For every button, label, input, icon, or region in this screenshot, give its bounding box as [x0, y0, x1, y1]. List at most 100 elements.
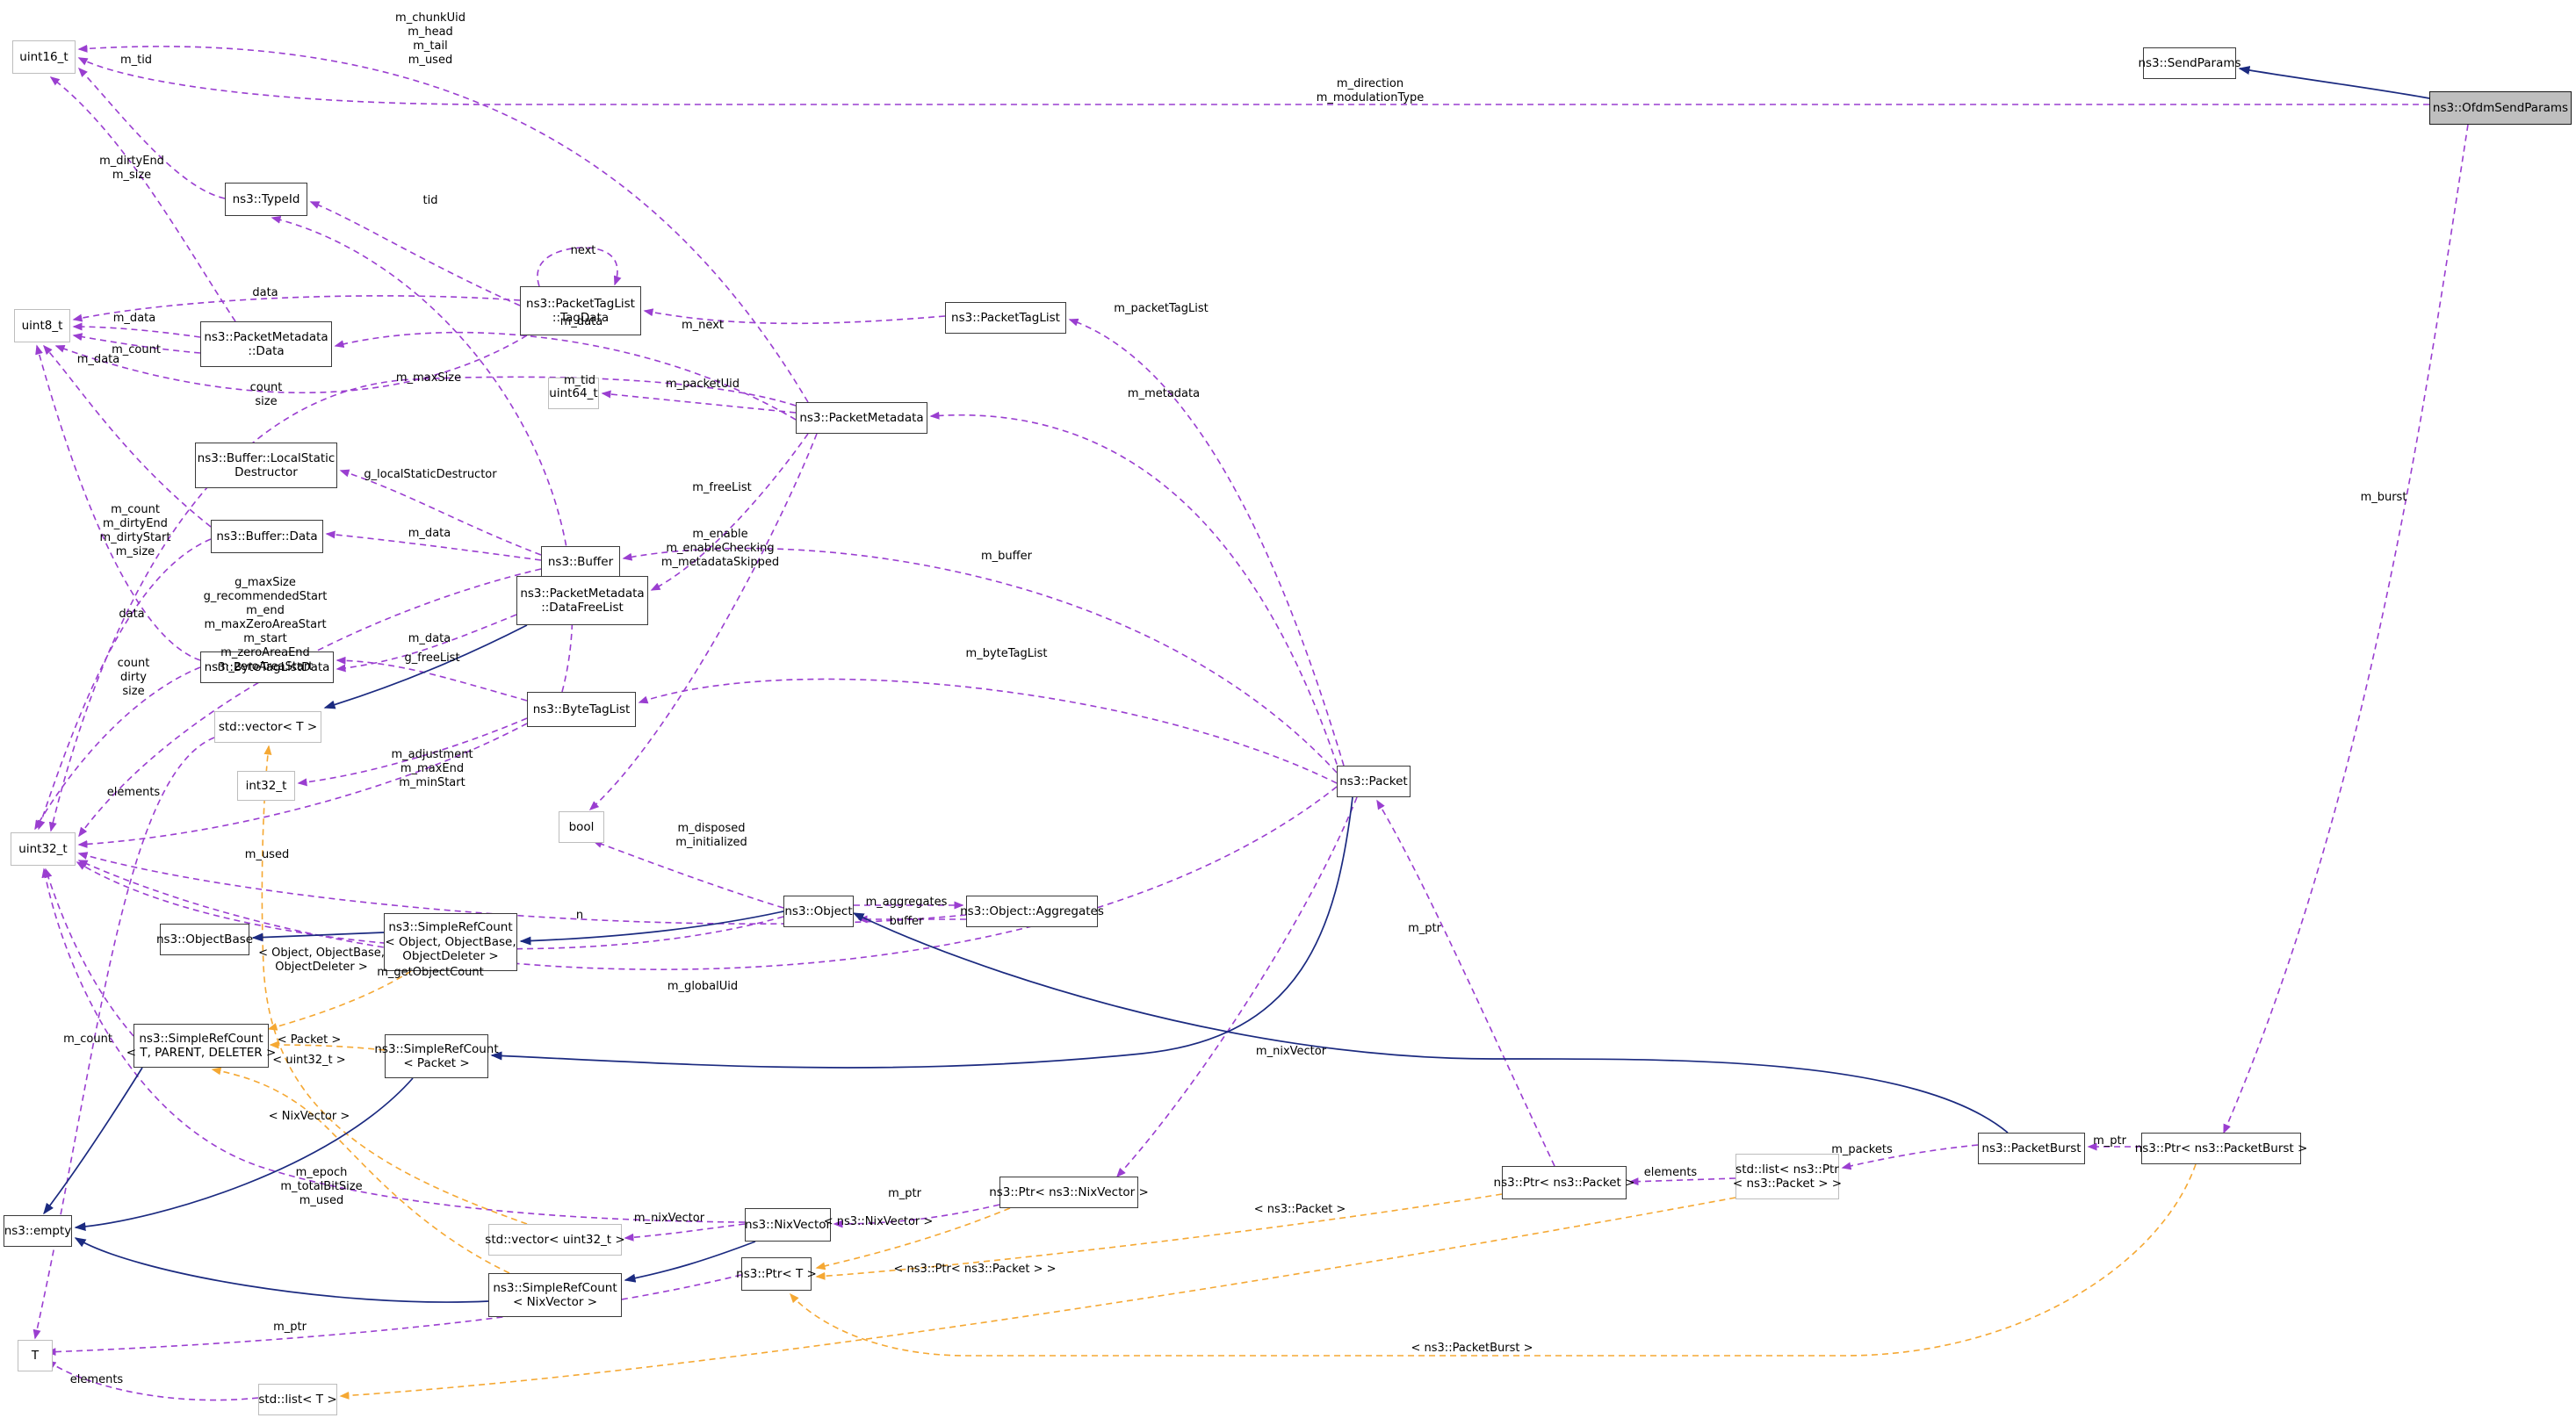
- edge-m_data_bufdata: [43, 344, 212, 528]
- class-node-aggregates[interactable]: ns3::Object::Aggregates: [960, 896, 1104, 927]
- edge-m_data_btl: [336, 656, 528, 702]
- class-node-src_packet[interactable]: ns3::SimpleRefCount< Packet >: [374, 1034, 499, 1078]
- class-node-list_ptr: std::list< ns3::Ptr< ns3::Packet > >: [1732, 1154, 1843, 1199]
- class-node-label: ::DataFreeList: [541, 601, 624, 615]
- edge-inh_srcnix: [74, 1237, 489, 1303]
- class-node-bytetaglistdata[interactable]: ns3::ByteTagListData: [200, 651, 334, 683]
- class-node-label: uint32_t: [18, 841, 68, 856]
- class-node-int32_t: int32_t: [237, 771, 295, 801]
- edge-inh_srcpacket: [74, 1077, 414, 1232]
- edge-label-m_buffer: m_buffer: [981, 550, 1032, 563]
- class-node-label: ns3::SimpleRefCount: [374, 1041, 499, 1056]
- class-node-objectbase[interactable]: ns3::ObjectBase: [156, 924, 253, 955]
- class-node-tagdata[interactable]: ns3::PacketTagList::TagData: [520, 286, 641, 335]
- edge-inh_packet: [490, 796, 1353, 1069]
- edge-m_direction: [77, 57, 2429, 105]
- edge-next: [537, 247, 622, 287]
- edge-data_tagdata: [72, 295, 521, 322]
- edge-label-m_packettaglist: m_packetTagList: [1114, 302, 1209, 315]
- edge-label-g_localstatic: g_localStaticDestructor: [364, 468, 497, 481]
- class-node-label: ns3::empty: [4, 1223, 72, 1238]
- class-node-label: ns3::PacketBurst: [1981, 1141, 2082, 1155]
- edge-tmpl_ptrnix: [815, 1207, 1011, 1270]
- edge-tid: [309, 201, 521, 306]
- class-node-src_tpd[interactable]: ns3::SimpleRefCount< T, PARENT, DELETER …: [126, 1024, 276, 1068]
- class-node-nixvector[interactable]: ns3::NixVector: [745, 1208, 831, 1242]
- class-node-label: ns3::SimpleRefCount: [139, 1031, 263, 1046]
- edge-inh_nixvector: [624, 1241, 756, 1283]
- edge-label-m_maxsize: m_maxSize: [395, 371, 462, 385]
- class-node-ptr_t[interactable]: ns3::Ptr< T >: [736, 1257, 817, 1291]
- class-node-label: < ns3::Packet > >: [1732, 1177, 1843, 1191]
- edge-inh_srctpd: [43, 1067, 143, 1215]
- edge-label-m_globaluid: m_globalUid: [667, 980, 739, 993]
- class-node-packettaglist[interactable]: ns3::PacketTagList: [945, 302, 1066, 334]
- class-node-packetmetadata[interactable]: ns3::PacketMetadata: [796, 402, 927, 434]
- class-node-typeid[interactable]: ns3::TypeId: [225, 183, 307, 216]
- edge-label-m_metadata: m_metadata: [1127, 387, 1201, 400]
- edge-m_ptr_packet: [1376, 799, 1555, 1167]
- class-node-label: ns3::Ptr< T >: [736, 1266, 817, 1281]
- edge-label-m_bytetaglist: m_byteTagList: [965, 647, 1048, 660]
- edge-label-data_btld: data: [119, 608, 145, 621]
- class-node-object[interactable]: ns3::Object: [783, 896, 854, 927]
- edge-label-m_ptr_packet: m_ptr: [1408, 922, 1441, 935]
- edge-m_metadata: [929, 411, 1341, 775]
- class-node-datafreelist[interactable]: ns3::PacketMetadata::DataFreeList: [516, 576, 648, 625]
- class-node-ptr_packet[interactable]: ns3::Ptr< ns3::Packet >: [1494, 1166, 1634, 1199]
- class-node-empty[interactable]: ns3::empty: [4, 1215, 72, 1247]
- edge-m_nixvector_vec: [624, 1223, 746, 1242]
- class-node-label: ns3::Packet: [1339, 774, 1408, 788]
- edge-label-m_data_meta: m_data: [559, 315, 603, 328]
- edge-label-tmpl_listptr: < ns3::Ptr< ns3::Packet > >: [893, 1263, 1057, 1276]
- class-node-src_obj[interactable]: ns3::SimpleRefCount< Object, ObjectBase,…: [384, 913, 517, 971]
- edge-data_btld: [35, 344, 201, 661]
- edge-label-tmpl_packet: < Packet >: [277, 1033, 342, 1047]
- class-node-bytetaglist[interactable]: ns3::ByteTagList: [527, 692, 636, 727]
- class-node-sendparams[interactable]: ns3::SendParams: [2138, 47, 2241, 79]
- class-node-pm_data[interactable]: ns3::PacketMetadata::Data: [200, 321, 332, 367]
- edge-label-data_tagdata: data: [252, 286, 278, 299]
- edge-m_data_pmdata: [72, 322, 201, 338]
- edge-elements_vec: [32, 737, 215, 1340]
- edge-count_size: [54, 335, 528, 394]
- class-node-uint8_t: uint8_t: [14, 309, 70, 342]
- edge-bufdata_u32: [37, 538, 212, 831]
- class-node-label: ns3::ByteTagListData: [204, 659, 330, 674]
- class-node-label: ns3::PacketMetadata: [204, 329, 328, 344]
- class-node-label: ::Data: [248, 344, 285, 358]
- edge-label-m_tid_btl: m_tid: [563, 374, 596, 387]
- class-node-src_nix[interactable]: ns3::SimpleRefCount< NixVector >: [488, 1273, 622, 1317]
- edge-m_nixvector_ptr: [1115, 796, 1358, 1178]
- edge-tmpl_packet: [269, 1040, 386, 1051]
- class-node-buffer_data[interactable]: ns3::Buffer::Data: [211, 520, 323, 553]
- class-node-packet[interactable]: ns3::Packet: [1337, 766, 1411, 797]
- edge-label-m_nixvector_ptr: m_nixVector: [1255, 1045, 1327, 1058]
- class-node-ofdm[interactable]: ns3::OfdmSendParams: [2429, 91, 2572, 125]
- class-node-label: ns3::TypeId: [232, 191, 300, 206]
- class-node-buffer[interactable]: ns3::Buffer: [541, 546, 620, 578]
- edge-label-m_tid_typeid: m_tid: [119, 54, 153, 67]
- class-node-label: std::vector< uint32_t >: [485, 1232, 625, 1247]
- class-node-label: ns3::Ptr< ns3::Packet >: [1493, 1175, 1635, 1190]
- class-node-label: ns3::Ptr< ns3::PacketBurst >: [2134, 1141, 2308, 1155]
- edge-m_dirtyend: [49, 76, 236, 322]
- class-node-ptr_burst[interactable]: ns3::Ptr< ns3::PacketBurst >: [2135, 1133, 2307, 1164]
- class-node-label: bool: [568, 819, 595, 834]
- edge-elements_listptr: [1628, 1177, 1736, 1186]
- class-node-packetburst[interactable]: ns3::PacketBurst: [1978, 1133, 2085, 1164]
- class-node-label: uint64_t: [549, 385, 598, 400]
- class-node-label: uint16_t: [19, 49, 69, 64]
- edge-inh_srcobj: [251, 932, 385, 942]
- class-node-vector_u32: std::vector< uint32_t >: [485, 1224, 625, 1256]
- edge-m_burst: [2223, 124, 2469, 1134]
- class-node-ptr_nix[interactable]: ns3::Ptr< ns3::NixVector >: [989, 1177, 1149, 1208]
